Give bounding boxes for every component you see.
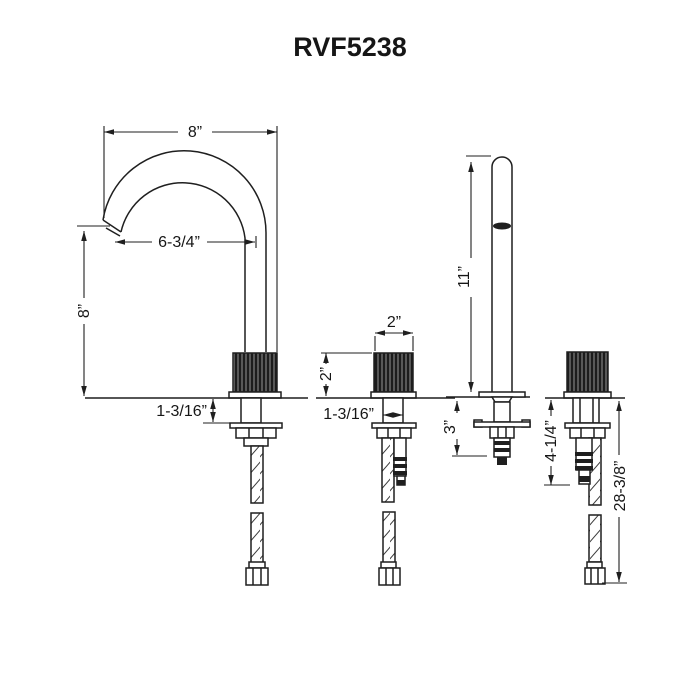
mounting-shank (382, 397, 404, 424)
mounting-nut (489, 426, 515, 439)
cartridge-rib (393, 464, 407, 468)
supply-hose-upper (381, 437, 395, 503)
spout-outlet-slot (493, 222, 511, 230)
hose-collar (586, 561, 603, 569)
hose-hex-fitting (378, 567, 401, 586)
connector-band (494, 441, 510, 445)
product-code-title: RVF5238 (293, 32, 407, 62)
spout-inner-curve (120, 182, 246, 352)
dim-handle-below-deck-label: 4-1/4” (543, 420, 560, 462)
handle-knob (373, 352, 414, 393)
connector-tip (497, 457, 507, 465)
supply-hose-lower (588, 514, 602, 563)
dim-shank-diameter-label: 1-3/16” (323, 406, 374, 423)
spout-tip-aerator-line (105, 227, 121, 237)
supply-hose-upper (250, 445, 264, 504)
dim-hose-length-label: 28-3/8” (612, 461, 629, 512)
dim-spout-reach-label: 6-3/4” (158, 234, 200, 251)
hose-collar (380, 561, 397, 569)
cartridge-rib (393, 457, 407, 461)
cartridge-rib (575, 466, 593, 470)
dim-spout-width-label: 8” (188, 124, 202, 141)
cartridge-rib (393, 471, 407, 475)
mounting-shank (493, 401, 511, 423)
handle-flange (563, 391, 612, 399)
mounting-nut (235, 427, 277, 439)
dim-deck-thickness-label: 1-3/16” (156, 403, 207, 420)
dim-spout-column-height-label: 11” (456, 266, 473, 288)
supply-hose-lower (250, 512, 264, 564)
dim-spout-height-label: 8” (76, 304, 93, 318)
mounting-nut (569, 427, 606, 439)
spout-base-flange (228, 391, 282, 399)
mounting-nut (376, 427, 412, 439)
hose-hex-fitting (245, 567, 269, 586)
handle-knob (566, 351, 609, 393)
handle-front-view: 2” 2” 1-3/16” (316, 314, 455, 586)
dim-handle-width-label: 2” (387, 314, 401, 331)
cartridge-rib (575, 452, 593, 456)
spout-side-view: 11” 3” (442, 155, 531, 465)
spout-column-outline (491, 156, 513, 392)
supply-hose-lower (382, 511, 396, 564)
connector-band (494, 448, 510, 452)
cartridge-tip-band (397, 480, 405, 485)
hose-adapter (243, 437, 269, 447)
mounting-shank (240, 397, 262, 424)
handle-side-view: 4-1/4” 28-3/8” (543, 351, 629, 585)
spout-base-knob (232, 352, 278, 393)
dim-handle-height-label: 2” (318, 367, 335, 381)
hose-collar (248, 561, 266, 569)
hose-hex-fitting (584, 567, 606, 585)
hose-connector (493, 437, 511, 458)
spout-outer-curve (102, 150, 267, 352)
spout-front-view: 8” 6-3/4” 8” 1-3/16” (76, 124, 308, 586)
cartridge-tip-band (579, 476, 590, 482)
handle-flange (370, 391, 417, 399)
dim-below-deck-label: 3” (442, 420, 459, 434)
mounting-shank (572, 397, 600, 424)
spout-tip-face (102, 219, 122, 233)
cartridge-rib (575, 459, 593, 463)
